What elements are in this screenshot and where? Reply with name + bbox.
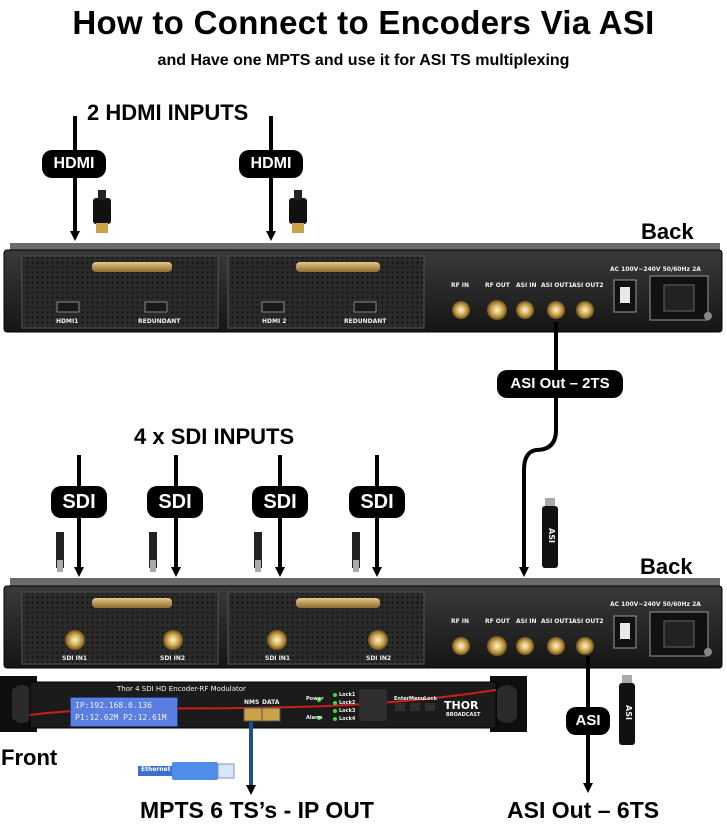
menu-button-label: Menu xyxy=(409,696,425,702)
bottom-sdi-in2-b-label: SDI IN2 xyxy=(366,655,392,662)
top-encoder-rear xyxy=(3,243,723,333)
bnc-plug-icon xyxy=(352,532,360,572)
nms-port-label: NMS xyxy=(244,699,260,706)
bottom-rf-out-label: RF OUT xyxy=(485,618,510,625)
hdmi-pill-2: HDMI xyxy=(239,150,303,178)
top-asi-out2-label: ASI OUT2 xyxy=(572,282,604,289)
front-model-label: Thor 4 SDI HD Encoder-RF Modulator xyxy=(117,685,246,693)
bottom-asi-out2-label: ASI OUT2 xyxy=(572,618,604,625)
sdi-pill-4: SDI xyxy=(349,486,405,518)
hdmi-inputs-label: 2 HDMI INPUTS xyxy=(87,100,249,125)
bnc-plug-icon xyxy=(149,532,157,572)
led-power-label: Power xyxy=(306,696,324,702)
sdi-pill-3: SDI xyxy=(252,486,308,518)
top-asi-out1-label: ASI OUT1 xyxy=(541,282,573,289)
asi-2ts-cable xyxy=(519,322,558,577)
top-power-label: AC 100V~240V 50/60Hz 2A xyxy=(610,266,701,273)
data-port-label: DATA xyxy=(262,699,280,706)
ip-out-label: MPTS 6 TS’s - IP OUT xyxy=(140,797,374,823)
bottom-sdi-in1-a-label: SDI IN1 xyxy=(62,655,88,662)
lock-button-label: Lock xyxy=(424,696,437,702)
top-rf-out-label: RF OUT xyxy=(485,282,510,289)
asi-bnc-plug-icon xyxy=(619,675,635,745)
sdi-pill-2: SDI xyxy=(147,486,203,518)
led-alarm-label: Alarm xyxy=(306,715,323,721)
sdi-pill-1: SDI xyxy=(51,486,107,518)
hdmi-plug-icon xyxy=(93,190,111,233)
top-redundant-2-label: REDUNDANT xyxy=(344,318,387,325)
bnc-plug-icon xyxy=(254,532,262,572)
asi-pill: ASI xyxy=(566,707,610,735)
brand-sub-text: BROADCAST xyxy=(446,712,481,718)
ethernet-plug-icon xyxy=(138,762,235,780)
top-asi-in-label: ASI IN xyxy=(516,282,537,289)
top-hdmi1-label: HDMI1 xyxy=(56,318,79,325)
bottom-rf-in-label: RF IN xyxy=(451,618,470,625)
hdmi-pill-1: HDMI xyxy=(42,150,106,178)
front-label: Front xyxy=(1,745,58,770)
bottom-sdi-in1-b-label: SDI IN1 xyxy=(265,655,291,662)
back-label-bottom: Back xyxy=(640,554,693,579)
asi-bnc-plug-icon xyxy=(542,498,558,568)
sdi-inputs-label: 4 x SDI INPUTS xyxy=(134,424,295,449)
lcd-line-2: P1:12.62M P2:12.61M xyxy=(75,713,167,722)
asi-out-6ts-label: ASI Out – 6TS xyxy=(507,797,660,823)
enter-button-label: Enter xyxy=(394,696,410,702)
bottom-encoder-rear xyxy=(3,578,723,669)
page-subtitle: and Have one MPTS and use it for ASI TS … xyxy=(157,52,570,69)
brand-logo-text: THOR xyxy=(444,699,479,712)
asi-plug-label-1: ASI xyxy=(547,528,556,543)
top-hdmi2-label: HDMI 2 xyxy=(262,318,287,325)
lcd-line-1: IP:192.168.0.136 xyxy=(75,701,153,710)
bottom-asi-out1-label: ASI OUT1 xyxy=(541,618,573,625)
bottom-power-label: AC 100V~240V 50/60Hz 2A xyxy=(610,601,701,608)
led-lock1-label: Lock1 xyxy=(339,692,356,698)
ethernet-plug-label: Ethernet xyxy=(141,766,171,773)
led-lock2-label: Lock2 xyxy=(339,700,356,706)
bottom-sdi-in2-a-label: SDI IN2 xyxy=(160,655,186,662)
bnc-plug-icon xyxy=(56,532,64,572)
page-title: How to Connect to Encoders Via ASI xyxy=(72,4,655,41)
top-rf-in-label: RF IN xyxy=(451,282,470,289)
led-lock3-label: Lock3 xyxy=(339,708,356,714)
bottom-asi-in-label: ASI IN xyxy=(516,618,537,625)
back-label-top: Back xyxy=(641,219,694,244)
top-redundant-1-label: REDUNDANT xyxy=(138,318,181,325)
asi-out-2ts-pill: ASI Out – 2TS xyxy=(497,370,623,398)
led-lock4-label: Lock4 xyxy=(339,716,356,722)
asi-plug-label-2: ASI xyxy=(624,705,633,720)
hdmi-plug-icon xyxy=(289,190,307,233)
front-lcd-display: IP:192.168.0.136 P1:12.62M P2:12.61M xyxy=(70,697,178,727)
